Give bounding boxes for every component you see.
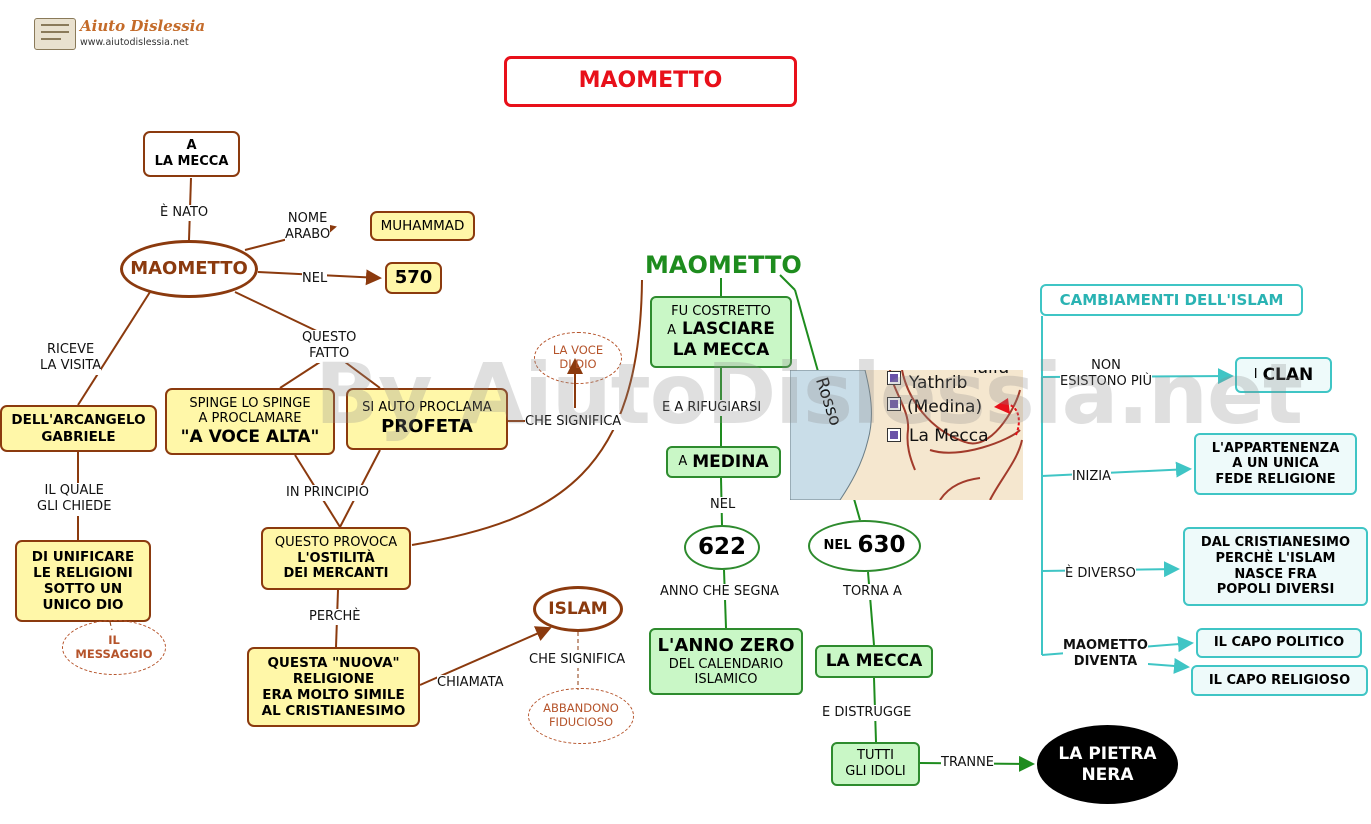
map-marker-north	[888, 372, 900, 384]
arabia-map: Rosso Taifa Yathrib (Medina) La Mecca	[790, 370, 1023, 500]
mecca-box: LA MECCA	[815, 645, 933, 678]
prophet-box: SI AUTO PROCLAMA PROFETA	[346, 388, 508, 450]
site-logo[interactable]: Aiuto Dislessia www.aiutodislessia.net	[34, 16, 205, 54]
maometto-center: MAOMETTO	[120, 240, 258, 298]
book-icon	[34, 18, 76, 50]
logo-name: Aiuto Dislessia	[80, 17, 206, 35]
map-mecca-label: La Mecca	[909, 426, 989, 446]
nel-label: NEL	[710, 497, 736, 514]
different-label: È DIVERSO	[1065, 566, 1136, 583]
map-marker-mecca	[888, 429, 900, 441]
religious-leader-box: IL CAPO RELIGIOSO	[1191, 665, 1368, 696]
year-622-ellipse: 622	[684, 525, 760, 570]
destroys-label: E DISTRUGGE	[822, 705, 912, 722]
forced-box: FU COSTRETTO A LASCIARE LA MECCA	[650, 296, 792, 368]
marks-label: ANNO CHE SEGNA	[660, 584, 780, 601]
born-label: È NATO	[160, 205, 209, 222]
arab-name-box: MUHAMMAD	[370, 211, 475, 241]
logo-url: www.aiutodislessia.net	[80, 37, 189, 48]
beginning-label: IN PRINCIPIO	[286, 485, 369, 502]
political-leader-box: IL CAPO POLITICO	[1196, 628, 1362, 658]
refuge-label: E A RIFUGIARSI	[662, 400, 762, 417]
islam-ellipse: ISLAM	[533, 586, 623, 632]
called-label: CHIAMATA	[437, 675, 504, 692]
begins-label: INIZIA	[1072, 469, 1112, 486]
map-yathrib-label: Yathrib	[909, 373, 968, 393]
changes-header: CAMBIAMENTI DELL'ISLAM	[1040, 284, 1303, 316]
year-570-box: 570	[385, 262, 442, 294]
map-medina-label: (Medina)	[907, 397, 983, 417]
prophet-means-label: CHE SIGNIFICA	[525, 414, 622, 431]
because-label: PERCHÈ	[309, 609, 361, 626]
map-top-label: Taifa	[970, 370, 1009, 378]
hostility-box: QUESTO PROVOCA L'OSTILITÀ DEI MERCANTI	[261, 527, 411, 590]
page-title: MAOMETTO	[504, 56, 797, 107]
islam-means-label: CHE SIGNIFICA	[529, 652, 626, 669]
new-religion-box: QUESTA "NUOVA"RELIGIONE ERA MOLTO SIMILE…	[247, 647, 420, 727]
year-label: NEL	[302, 271, 328, 288]
maometto-heading: MAOMETTO	[645, 251, 802, 279]
map-marker-yathrib	[888, 398, 900, 410]
except-label: TRANNE	[941, 755, 995, 772]
returns-label: TORNA A	[843, 584, 902, 601]
